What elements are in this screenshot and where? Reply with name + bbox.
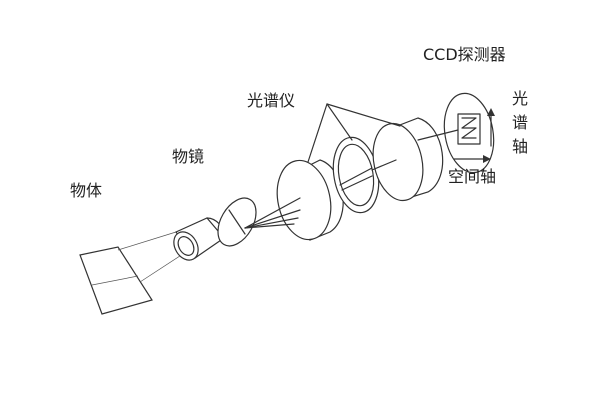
spectrometer-leader-lines bbox=[307, 103, 401, 163]
label-spectral-axis-char-2: 谱 bbox=[512, 113, 528, 132]
spectral-axis-arrow bbox=[487, 108, 495, 147]
spectrometer-lens-2 bbox=[371, 117, 444, 202]
object-plate bbox=[79, 246, 153, 315]
spectrometer-lens-1 bbox=[276, 159, 344, 241]
label-spectral-axis-char-1: 光 bbox=[512, 89, 528, 108]
spatial-axis-arrow bbox=[453, 155, 491, 163]
dispersion-rays bbox=[244, 197, 301, 229]
label-ccd-detector: CCD探测器 bbox=[423, 45, 506, 64]
label-spatial-axis: 空间轴 bbox=[448, 167, 496, 186]
object-rays bbox=[117, 231, 187, 283]
label-object: 物体 bbox=[70, 181, 102, 200]
ccd-detector bbox=[417, 92, 495, 174]
label-spectral-axis-char-3: 轴 bbox=[512, 137, 528, 156]
label-objective-lens: 物镜 bbox=[172, 147, 204, 166]
slit-aperture bbox=[217, 197, 257, 247]
label-spectrometer: 光谱仪 bbox=[247, 91, 295, 110]
